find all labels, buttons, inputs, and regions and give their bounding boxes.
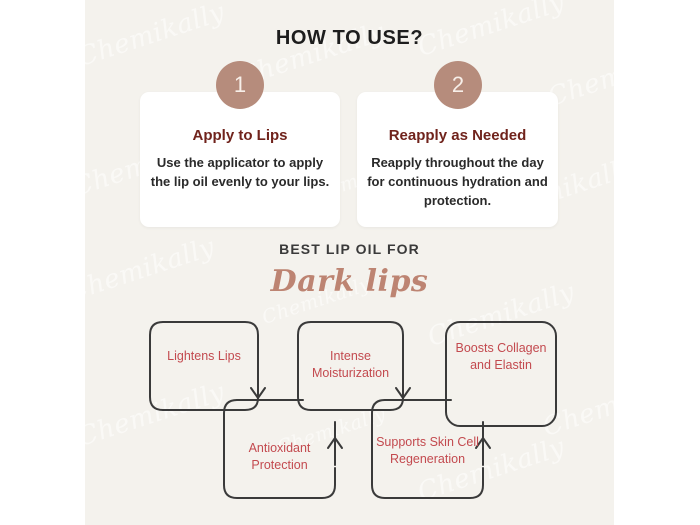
page-title: HOW TO USE? — [275, 27, 424, 49]
content-panel: Chemikally Chemikally Chemikally Chemika… — [85, 0, 614, 525]
flow-box-label-1: Lightens Lips — [167, 349, 241, 363]
flow-arrow-3-head — [395, 387, 411, 399]
flow-arrow-1-head — [250, 387, 266, 399]
flow-box-1-outline-a — [162, 321, 259, 373]
step-title: Apply to Lips — [192, 127, 288, 144]
flow-box-label-5: Boosts Collagen and Elastin — [455, 341, 547, 372]
step-title: Reapply as Needed — [388, 127, 527, 144]
flow-box-label-3: Intense Moisturization — [311, 349, 390, 380]
flow-box-label-4: Supports Skin Cell Regeneration — [376, 435, 479, 466]
flowchart-svg — [149, 321, 557, 499]
best-for-label: BEST LIP OIL FOR — [279, 241, 420, 257]
step-body: Reapply throughout the day for continuou… — [367, 155, 548, 208]
flow-box-4-outline-rest — [371, 399, 484, 499]
step-card-1: Apply to Lips Use the applicator to appl… — [140, 92, 340, 227]
step-number-badge-1: 1 — [216, 61, 264, 109]
benefits-flowchart: Lightens Lips Antioxidant Protection Int… — [85, 310, 614, 525]
flow-box-label-2: Antioxidant Protection — [248, 441, 311, 472]
flow-box-2-outline-rest — [223, 399, 336, 499]
step-body: Use the applicator to apply the lip oil … — [150, 155, 330, 189]
flow-arrow-4-head — [475, 437, 491, 449]
flow-box-3-outline-c — [297, 321, 312, 411]
flow-arrow-2-head — [327, 437, 343, 449]
flow-box-5-outline — [445, 321, 557, 427]
step-card-2: Reapply as Needed Reapply throughout the… — [357, 92, 558, 227]
flow-box-3-outline-a — [310, 321, 404, 373]
step-number-badge-2: 2 — [434, 61, 482, 109]
best-for-script: Dark lips — [270, 264, 429, 299]
flow-box-1-outline-c — [149, 321, 164, 411]
